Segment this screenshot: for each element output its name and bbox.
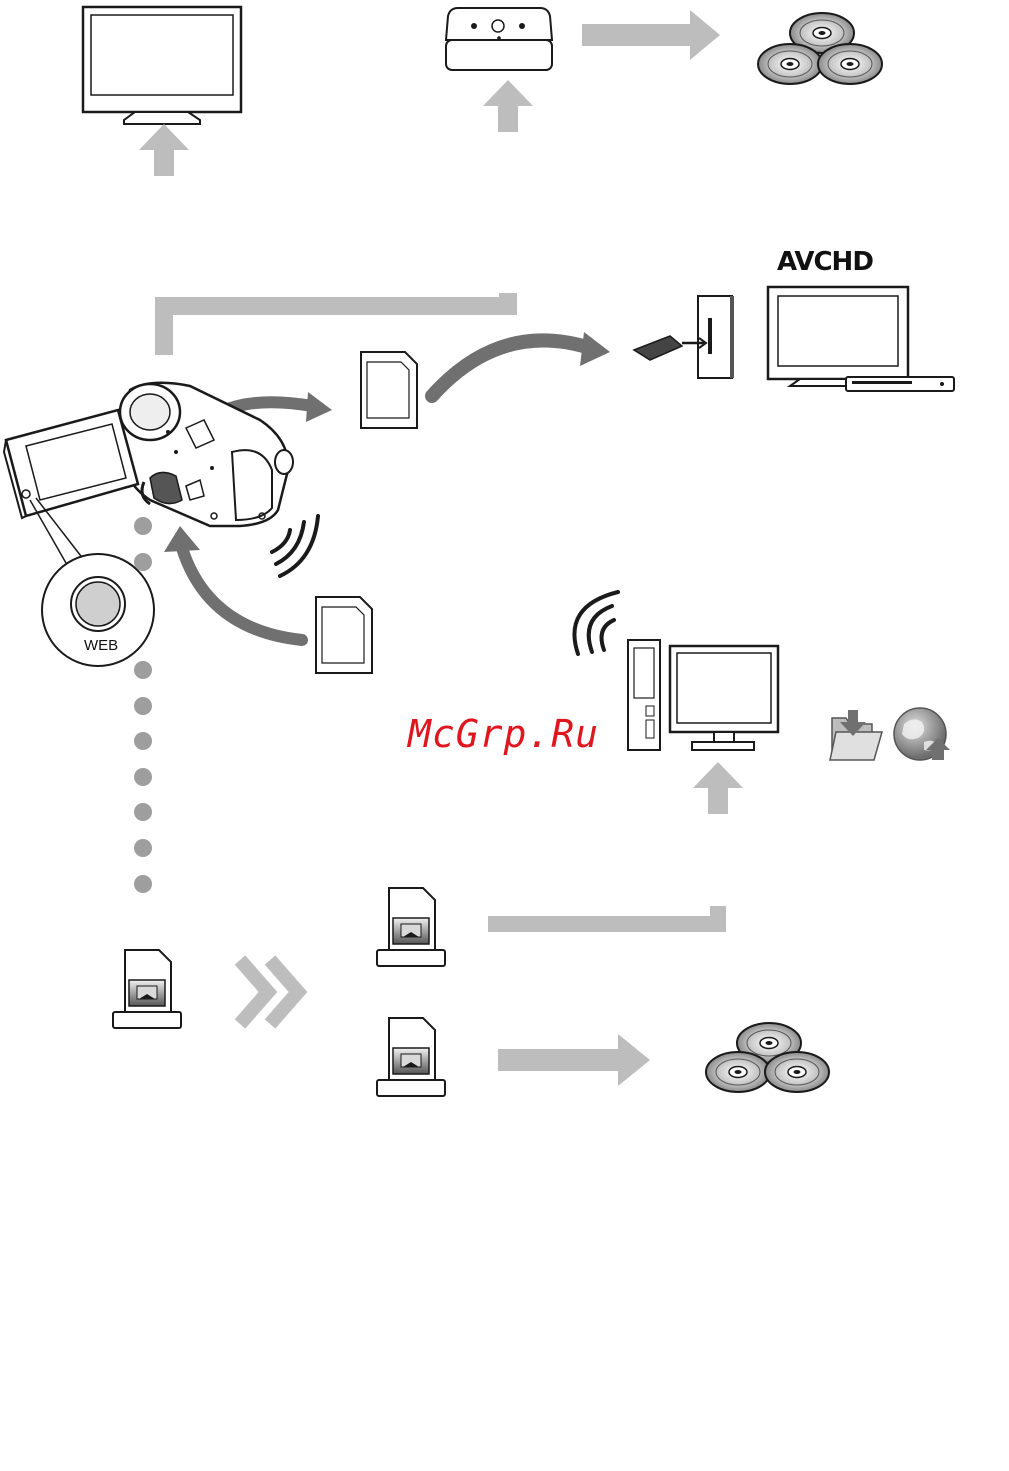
right-arrow-to-discs-bottom: [498, 1034, 650, 1086]
computer-monitor: [670, 646, 778, 750]
avchd-logo: AVCHD: [777, 247, 873, 277]
sd-card-middle: [316, 597, 372, 673]
sd-card-inserting: [634, 336, 706, 360]
dvd-recorder: [446, 8, 552, 70]
web-button[interactable]: [71, 577, 125, 631]
curved-arrow-to-avchd: [432, 332, 610, 396]
connector-line-to-computer: [488, 906, 718, 924]
up-arrow-recorder: [483, 80, 533, 132]
hd-tv-top: [83, 7, 241, 124]
up-arrow-tv: [139, 124, 189, 176]
movie-file-lower: [377, 1018, 445, 1096]
wireless-waves-computer: [574, 592, 618, 654]
disc-stack-top: [758, 13, 882, 84]
movie-file-upper: [377, 888, 445, 966]
bracket-line: [164, 293, 508, 355]
sd-card-top: [361, 352, 417, 428]
watermark-text: McGrp.Ru: [408, 712, 599, 756]
right-arrow-to-discs-top: [582, 10, 720, 60]
avchd-recorder-slot: [698, 296, 732, 378]
up-arrow-computer: [693, 762, 743, 814]
hd-tv-avchd: [768, 287, 954, 391]
folder-download-icon: [830, 710, 882, 760]
wireless-waves-camera: [272, 516, 318, 576]
disc-stack-bottom: [706, 1023, 829, 1092]
computer-tower: [628, 640, 660, 750]
globe-upload-icon: [894, 708, 950, 760]
double-chevron-icon: [240, 960, 298, 1024]
web-button-label: WEB: [84, 637, 118, 654]
movie-file-source: [113, 950, 181, 1028]
